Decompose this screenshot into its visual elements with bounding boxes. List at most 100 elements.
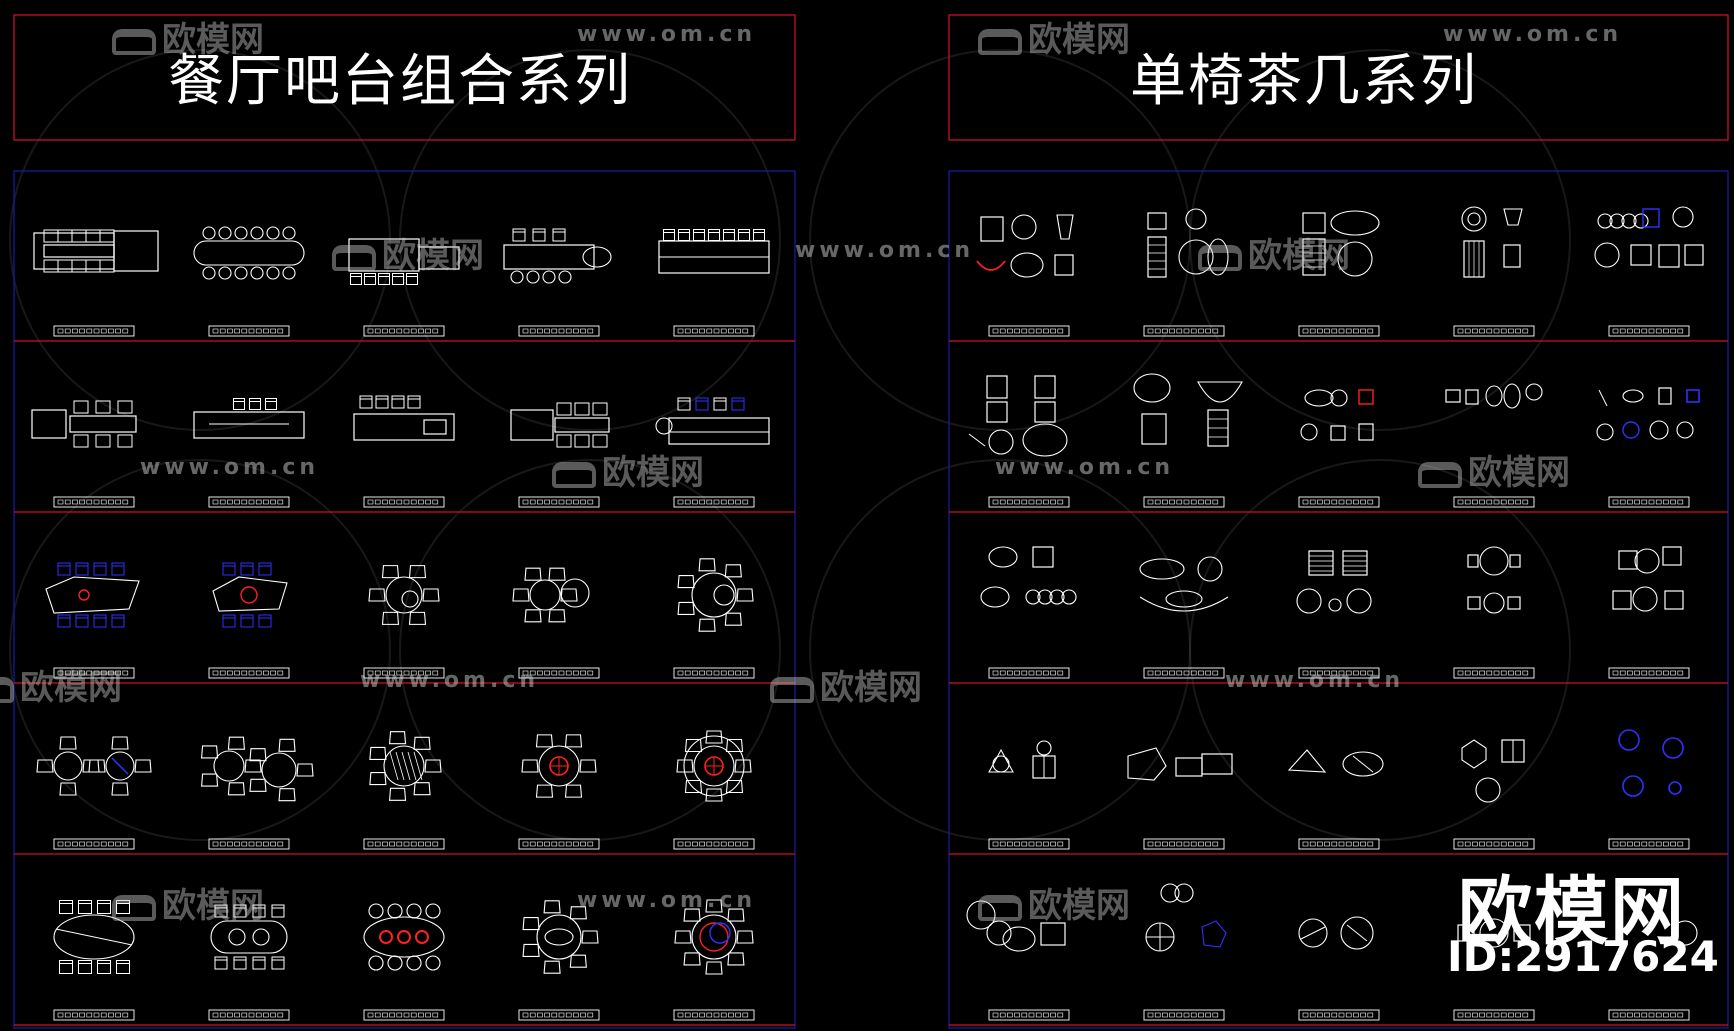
tea-table-mark: [1461, 739, 1487, 769]
furniture-block[interactable]: [1453, 739, 1535, 850]
label-glyph: [410, 670, 417, 676]
label-glyph: [367, 328, 374, 334]
furniture-block[interactable]: [1596, 387, 1700, 508]
label-glyph: [1627, 328, 1633, 334]
label-glyph: [1508, 1012, 1514, 1018]
furniture-block[interactable]: [512, 567, 600, 679]
furniture-block[interactable]: [45, 562, 140, 679]
furniture-block[interactable]: [363, 903, 445, 1021]
furniture-block[interactable]: [36, 736, 152, 850]
panel-title-chair-tea-table: 单椅茶几系列: [1130, 49, 1478, 114]
sofa-icon: [332, 244, 376, 271]
chair-mark: [698, 558, 716, 572]
label-glyph: [270, 328, 276, 334]
label-glyph: [1353, 499, 1359, 505]
furniture-block[interactable]: [1608, 920, 1698, 1021]
furniture-block[interactable]: [193, 226, 305, 337]
furniture-block[interactable]: [363, 731, 445, 850]
chair-mark: [222, 614, 236, 628]
watermark-logo: 欧模网: [112, 12, 264, 61]
furniture-block[interactable]: [510, 402, 610, 508]
furniture-block[interactable]: [200, 736, 314, 850]
chair-mark: [1197, 556, 1223, 582]
furniture-block[interactable]: [966, 900, 1070, 1021]
furniture-block[interactable]: [1453, 918, 1535, 1021]
furniture-block[interactable]: [1453, 206, 1535, 337]
label-glyph: [396, 1012, 403, 1018]
furniture-block[interactable]: [208, 904, 290, 1021]
furniture-block[interactable]: [673, 558, 755, 679]
furniture-block[interactable]: [988, 740, 1070, 850]
furniture-block[interactable]: [1143, 883, 1227, 1021]
chair-mark: [73, 400, 89, 414]
label-glyph: [1007, 670, 1013, 676]
furniture-block[interactable]: [518, 734, 600, 850]
stool-mark: [526, 270, 540, 284]
chair-mark: [278, 738, 296, 752]
label-glyph: [219, 499, 226, 505]
chair-mark: [134, 759, 152, 773]
furniture-block[interactable]: [976, 214, 1074, 337]
furniture-block[interactable]: [1445, 383, 1543, 508]
chair-mark: [350, 273, 362, 285]
table-mark: [385, 576, 423, 614]
chair-mark: [406, 903, 422, 919]
furniture-block[interactable]: [1143, 208, 1229, 337]
label-glyph: [241, 670, 248, 676]
furniture-block[interactable]: [673, 730, 755, 850]
furniture-block[interactable]: [658, 229, 770, 337]
furniture-block[interactable]: [1594, 206, 1704, 337]
furniture-block[interactable]: [363, 565, 445, 679]
chair-mark: [364, 273, 376, 285]
furniture-block[interactable]: [503, 228, 612, 337]
label-glyph: [735, 1012, 741, 1018]
furniture-block[interactable]: [31, 400, 137, 508]
furniture-block[interactable]: [1608, 546, 1690, 679]
label-glyph: [1028, 670, 1035, 676]
label-glyph: [100, 841, 107, 847]
label-glyph: [64, 670, 71, 676]
label-glyph: [255, 1012, 262, 1018]
furniture-block[interactable]: [193, 398, 305, 508]
label-frame: [1143, 667, 1225, 679]
furniture-block[interactable]: [1298, 210, 1380, 337]
furniture-block[interactable]: [1127, 747, 1233, 850]
furniture-block[interactable]: [1298, 389, 1380, 508]
label-glyph: [692, 1012, 698, 1018]
furniture-block[interactable]: [208, 562, 290, 679]
label-glyph: [1198, 328, 1204, 334]
label-glyph: [277, 499, 284, 505]
furniture-block[interactable]: [53, 900, 135, 1021]
furniture-block[interactable]: [1298, 916, 1380, 1021]
furniture-block[interactable]: [655, 397, 770, 508]
tea-table-mark: [1287, 749, 1327, 773]
chair-mark: [282, 226, 296, 240]
chair-mark: [734, 759, 752, 773]
label-glyph: [115, 328, 121, 334]
furniture-block[interactable]: [518, 900, 600, 1021]
label-glyph: [389, 328, 395, 334]
label-glyph: [1493, 328, 1500, 334]
furniture-block[interactable]: [980, 546, 1077, 679]
furniture-block[interactable]: [1453, 546, 1535, 679]
furniture-block[interactable]: [968, 375, 1070, 508]
label-glyph: [227, 670, 233, 676]
label-glyph: [537, 328, 543, 334]
furniture-block[interactable]: [1139, 556, 1229, 679]
chair-mark: [695, 397, 709, 411]
table-mark: [261, 752, 297, 788]
furniture-block[interactable]: [33, 229, 159, 337]
chair-mark: [1034, 401, 1056, 423]
label-glyph: [115, 499, 121, 505]
chair-mark: [234, 266, 248, 280]
chair-mark: [535, 734, 554, 748]
furniture-block[interactable]: [1287, 749, 1384, 850]
furniture-block[interactable]: [348, 238, 460, 337]
label-glyph: [1317, 328, 1323, 334]
furniture-block[interactable]: [1296, 550, 1380, 679]
furniture-block[interactable]: [1133, 373, 1243, 508]
furniture-block[interactable]: [1608, 729, 1690, 850]
furniture-block[interactable]: [353, 395, 455, 508]
furniture-block[interactable]: [673, 899, 755, 1021]
